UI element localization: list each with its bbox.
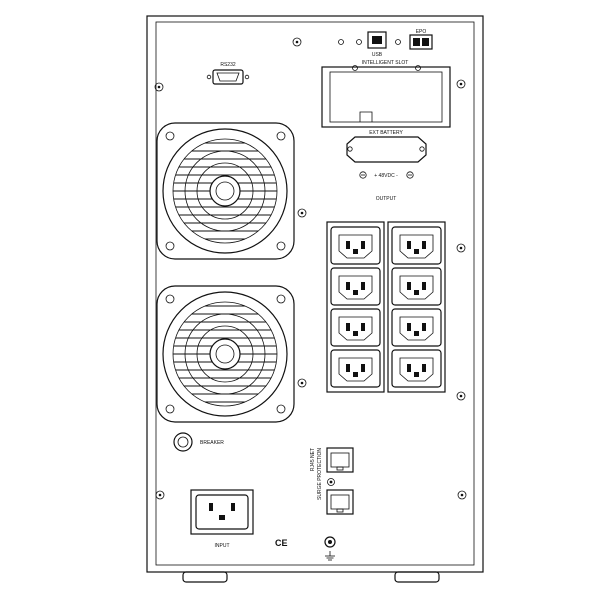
ext-battery-connector[interactable]: EXT BATTERY + 48VDC - [346,130,427,179]
ce-mark: CE [275,538,288,548]
screw-icon [297,378,307,388]
output-socket[interactable] [330,267,381,306]
surge-protection-label: SURGE PROTECTION [317,448,323,500]
rj45-port-out[interactable] [326,489,354,515]
intelligent-slot[interactable]: INTELLIGENT SLOT [321,60,451,128]
rj45-net-label: RJ45 NET [310,448,316,471]
battery-voltage-label: + 48VDC - [374,173,398,179]
screw-icon [456,243,466,253]
input-socket[interactable]: INPUT [190,489,254,549]
output-socket[interactable] [330,349,381,388]
screw-icon [154,82,164,92]
output-socket[interactable] [391,226,442,265]
output-label: OUTPUT [376,196,397,202]
output-socket[interactable] [391,308,442,347]
usb-port[interactable]: USB [367,31,387,58]
top-indicators [338,39,401,45]
foot-left [182,571,228,583]
screw-icon [457,490,467,500]
battery-terminal-positive-icon [359,171,367,179]
input-label: INPUT [215,543,230,549]
output-socket[interactable] [391,267,442,306]
screw-icon [155,490,165,500]
intelligent-slot-label: INTELLIGENT SLOT [362,60,409,66]
chassis [146,15,484,583]
foot-right [394,571,440,583]
rs232-label: RS232 [220,62,236,68]
rj45-port-in[interactable] [326,447,354,473]
output-socket[interactable] [330,226,381,265]
usb-label: USB [372,52,383,58]
fan-bottom [156,285,295,423]
breaker-label: BREAKER [200,440,224,446]
screw-icon [292,37,302,47]
epo-label: EPO [416,29,427,35]
output-socket[interactable] [330,308,381,347]
ext-battery-label: EXT BATTERY [369,130,403,136]
surge-protection: RJ45 NET SURGE PROTECTION [310,448,323,500]
breaker-button[interactable]: BREAKER [173,432,224,452]
output-socket[interactable] [391,349,442,388]
output-outlets [326,221,446,393]
screw-icon [456,391,466,401]
battery-terminal-negative-icon [406,171,414,179]
screw-icon [456,79,466,89]
surge-fuse-icon [327,478,335,486]
ground-terminal-icon [324,536,336,561]
rs232-port[interactable]: RS232 [206,62,250,85]
fan-top [156,122,295,260]
epo-connector[interactable]: EPO [409,29,433,50]
screw-icon [297,208,307,218]
panel-screws [154,37,467,500]
